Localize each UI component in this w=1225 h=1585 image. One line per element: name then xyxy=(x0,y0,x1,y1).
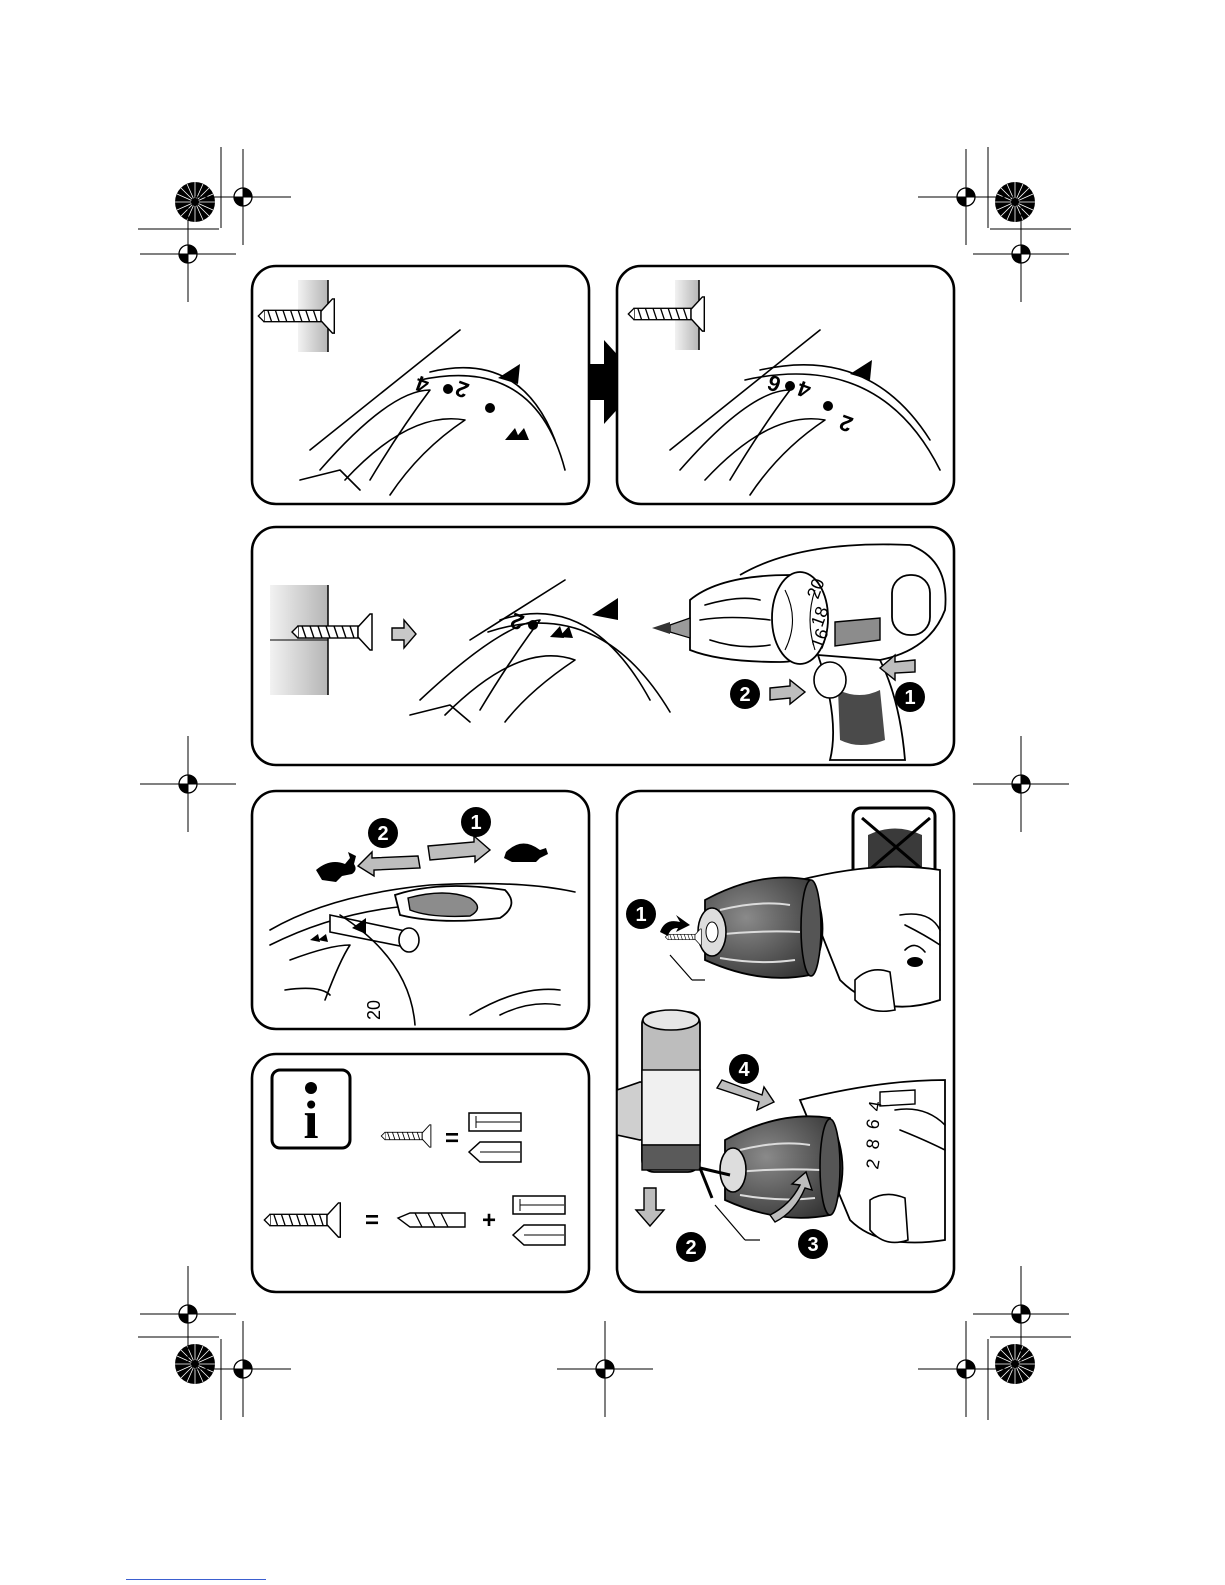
bottom-rule xyxy=(126,1579,266,1580)
phillips-bit-icon xyxy=(513,1225,565,1245)
panel-torque-start: 4 2 xyxy=(252,266,589,504)
step-badge-2: 2 xyxy=(676,1232,706,1262)
step-badge-4: 4 xyxy=(729,1054,759,1084)
panel-gear-selector: 2 1 20 xyxy=(252,791,589,1029)
panel-chuck-removal: 1 8 6 4 2 xyxy=(617,791,954,1292)
phillips-bit-icon xyxy=(469,1142,521,1162)
step-badge-1: 1 xyxy=(461,807,491,837)
panel-torque-increased: 6 4 2 xyxy=(617,266,954,504)
svg-text:4: 4 xyxy=(738,1059,750,1081)
step-badge-2: 2 xyxy=(730,679,760,709)
step-badge-3: 3 xyxy=(798,1229,828,1259)
step-badge-1: 1 xyxy=(626,899,656,929)
flat-bit-icon xyxy=(469,1113,521,1131)
drill-bit-icon xyxy=(398,1213,465,1227)
svg-text:1: 1 xyxy=(470,812,481,834)
info-icon: i xyxy=(272,1070,350,1150)
svg-text:1: 1 xyxy=(904,687,915,709)
panel-screw-drive: 2 20 18 16 2 1 xyxy=(252,527,954,765)
panel-info-bits: i = = + xyxy=(252,1054,589,1292)
svg-text:2: 2 xyxy=(739,684,750,706)
equals-sign: = xyxy=(365,1207,379,1234)
svg-text:1: 1 xyxy=(635,904,646,926)
plus-sign: + xyxy=(482,1207,496,1234)
svg-text:i: i xyxy=(303,1090,318,1150)
step-badge-2: 2 xyxy=(368,818,398,848)
svg-text:3: 3 xyxy=(807,1234,818,1256)
step-badge-1: 1 xyxy=(895,682,925,712)
svg-text:2: 2 xyxy=(685,1237,696,1259)
equals-sign: = xyxy=(445,1125,459,1152)
dial-label-20: 20 xyxy=(364,1000,384,1020)
svg-text:2: 2 xyxy=(377,823,388,845)
flat-bit-icon xyxy=(513,1196,565,1214)
